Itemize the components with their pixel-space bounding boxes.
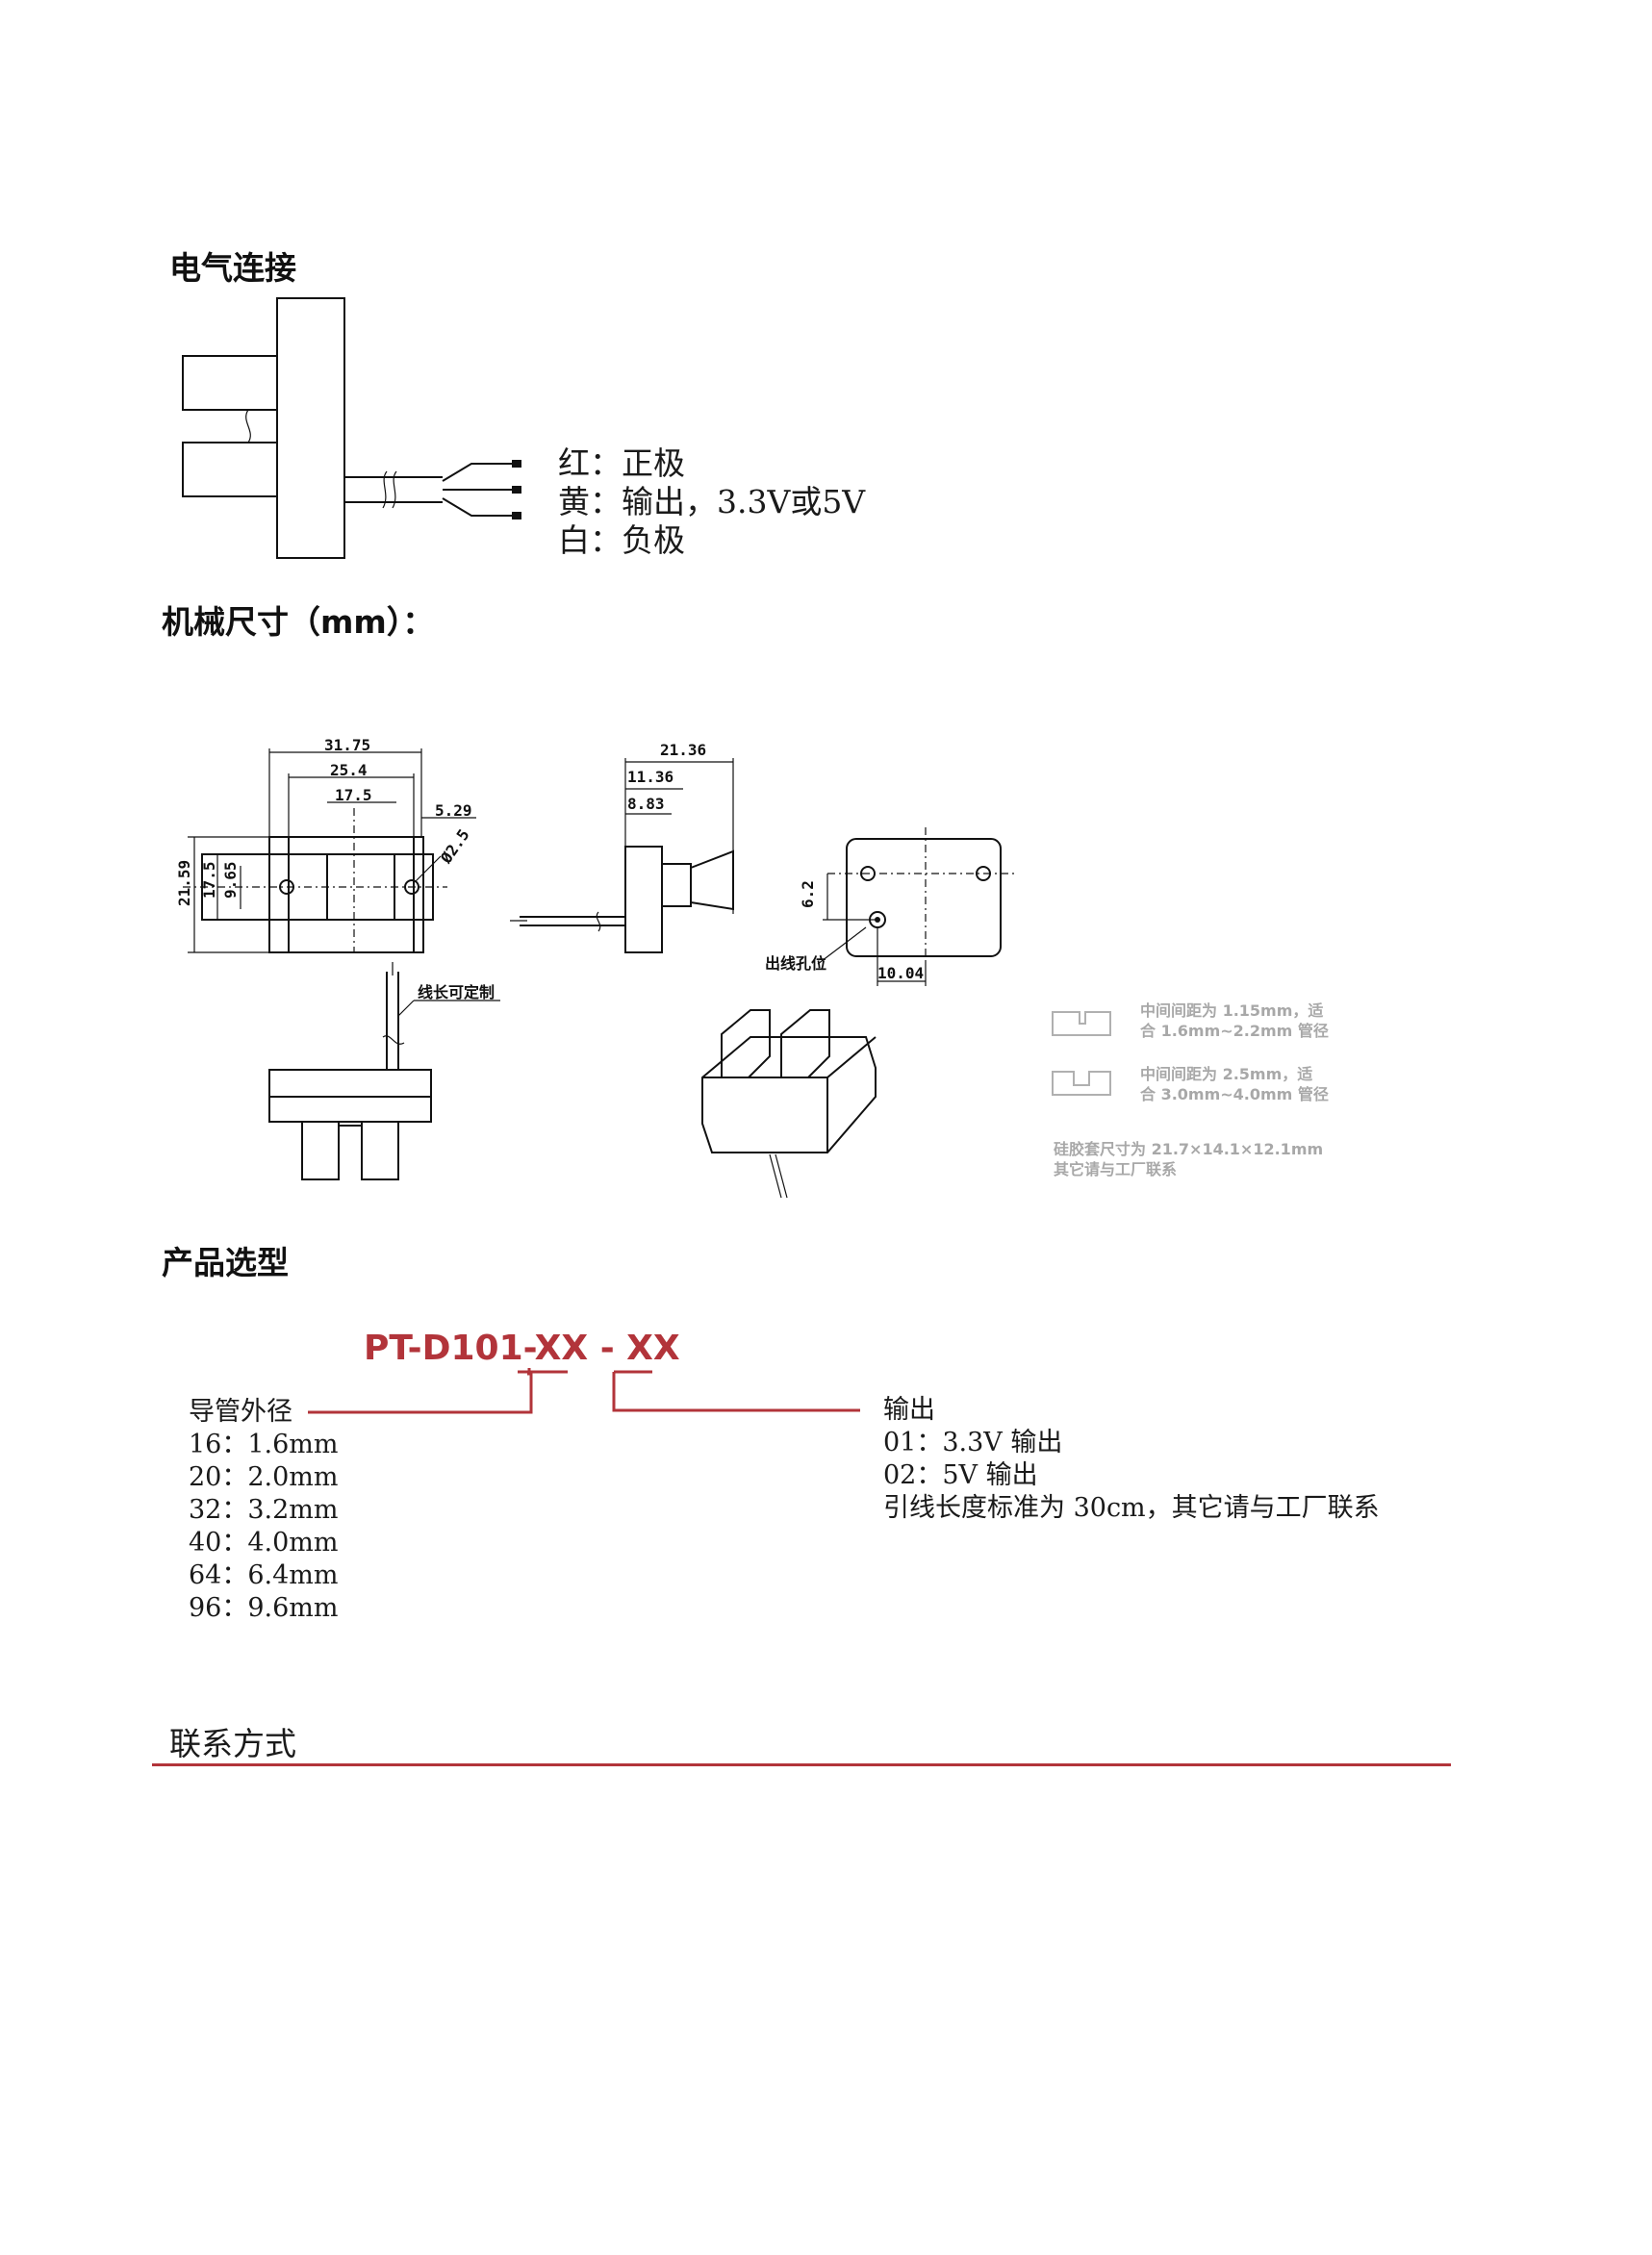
heading-contact: 联系方式 [169, 1725, 296, 1762]
dim-31-75: 31.75 [324, 736, 371, 754]
dim-10-04: 10.04 [877, 964, 925, 982]
note-spacing-1-line-2: 合 1.6mm~2.2mm 管径 [1140, 1022, 1329, 1040]
wire-label-red: 红：正极 [558, 444, 685, 482]
note-spacing-2-line-2: 合 3.0mm~4.0mm 管径 [1140, 1085, 1329, 1103]
dim-21-36: 21.36 [660, 741, 707, 759]
dim-5-29: 5.29 [435, 801, 472, 820]
model-code-leader-lines [308, 1368, 860, 1414]
dim-17-5-vertical: 17.5 [200, 861, 218, 899]
heading-electrical-connection: 电气连接 [169, 249, 296, 287]
model-code: PT-D101-XX - XX [364, 1329, 680, 1368]
tube-diameter-title: 导管外径 [189, 1397, 292, 1427]
dim-6-2: 6.2 [799, 880, 817, 908]
bottom-view-drawing [817, 827, 1015, 986]
isometric-view-drawing [701, 1009, 877, 1199]
outlet-hole-label: 出线孔位 [765, 954, 827, 973]
wire-length-drawing [268, 962, 500, 1180]
output-item: 01：3.3V 输出 [883, 1428, 1063, 1457]
electrical-connection-diagram [182, 297, 521, 559]
model-code-base: PT-D101- [364, 1329, 535, 1368]
side-view-drawing [510, 758, 734, 953]
dim-17-5-horizontal: 17.5 [335, 786, 372, 804]
dim-21-59: 21.59 [175, 859, 193, 906]
clip-profile-icon-1 [1052, 1011, 1111, 1036]
heading-product-selection: 产品选型 [162, 1244, 289, 1281]
contact-divider [152, 1763, 1451, 1766]
note-spacing-2-line-1: 中间间距为 2.5mm，适 [1140, 1065, 1313, 1083]
tube-diameter-item: 64：6.4mm [189, 1560, 339, 1590]
wire-length-customizable-label: 线长可定制 [418, 983, 496, 1001]
tube-diameter-item: 16：1.6mm [189, 1430, 339, 1459]
note-spacing-1-line-1: 中间间距为 1.15mm，适 [1140, 1001, 1324, 1020]
wire-label-white: 白：负极 [558, 521, 685, 559]
dim-11-36: 11.36 [627, 768, 674, 786]
tube-diameter-item: 96：9.6mm [189, 1593, 339, 1623]
model-code-output-segment: XX [626, 1329, 680, 1368]
clip-profile-icon-2 [1052, 1071, 1111, 1096]
model-code-separator: - [588, 1329, 627, 1368]
wire-label-yellow: 黄：输出，3.3V或5V [558, 483, 866, 520]
note-silicone-size: 硅胶套尺寸为 21.7×14.1×12.1mm [1054, 1140, 1324, 1158]
dim-9-65: 9.65 [221, 861, 240, 899]
tube-diameter-item: 20：2.0mm [189, 1462, 339, 1492]
note-contact-factory: 其它请与工厂联系 [1054, 1160, 1178, 1178]
output-title: 输出 [883, 1395, 935, 1425]
dim-25-4: 25.4 [330, 761, 368, 779]
tube-diameter-item: 40：4.0mm [189, 1528, 339, 1558]
model-code-tube-segment: XX [534, 1329, 589, 1368]
output-item: 02：5V 输出 [883, 1460, 1038, 1490]
heading-mechanical-dimensions: 机械尺寸（mm）： [162, 603, 435, 641]
dim-8-83: 8.83 [627, 795, 665, 813]
front-view-drawing [183, 748, 476, 953]
tube-diameter-item: 32：3.2mm [189, 1495, 339, 1525]
lead-length-note: 引线长度标准为 30cm，其它请与工厂联系 [883, 1493, 1380, 1523]
